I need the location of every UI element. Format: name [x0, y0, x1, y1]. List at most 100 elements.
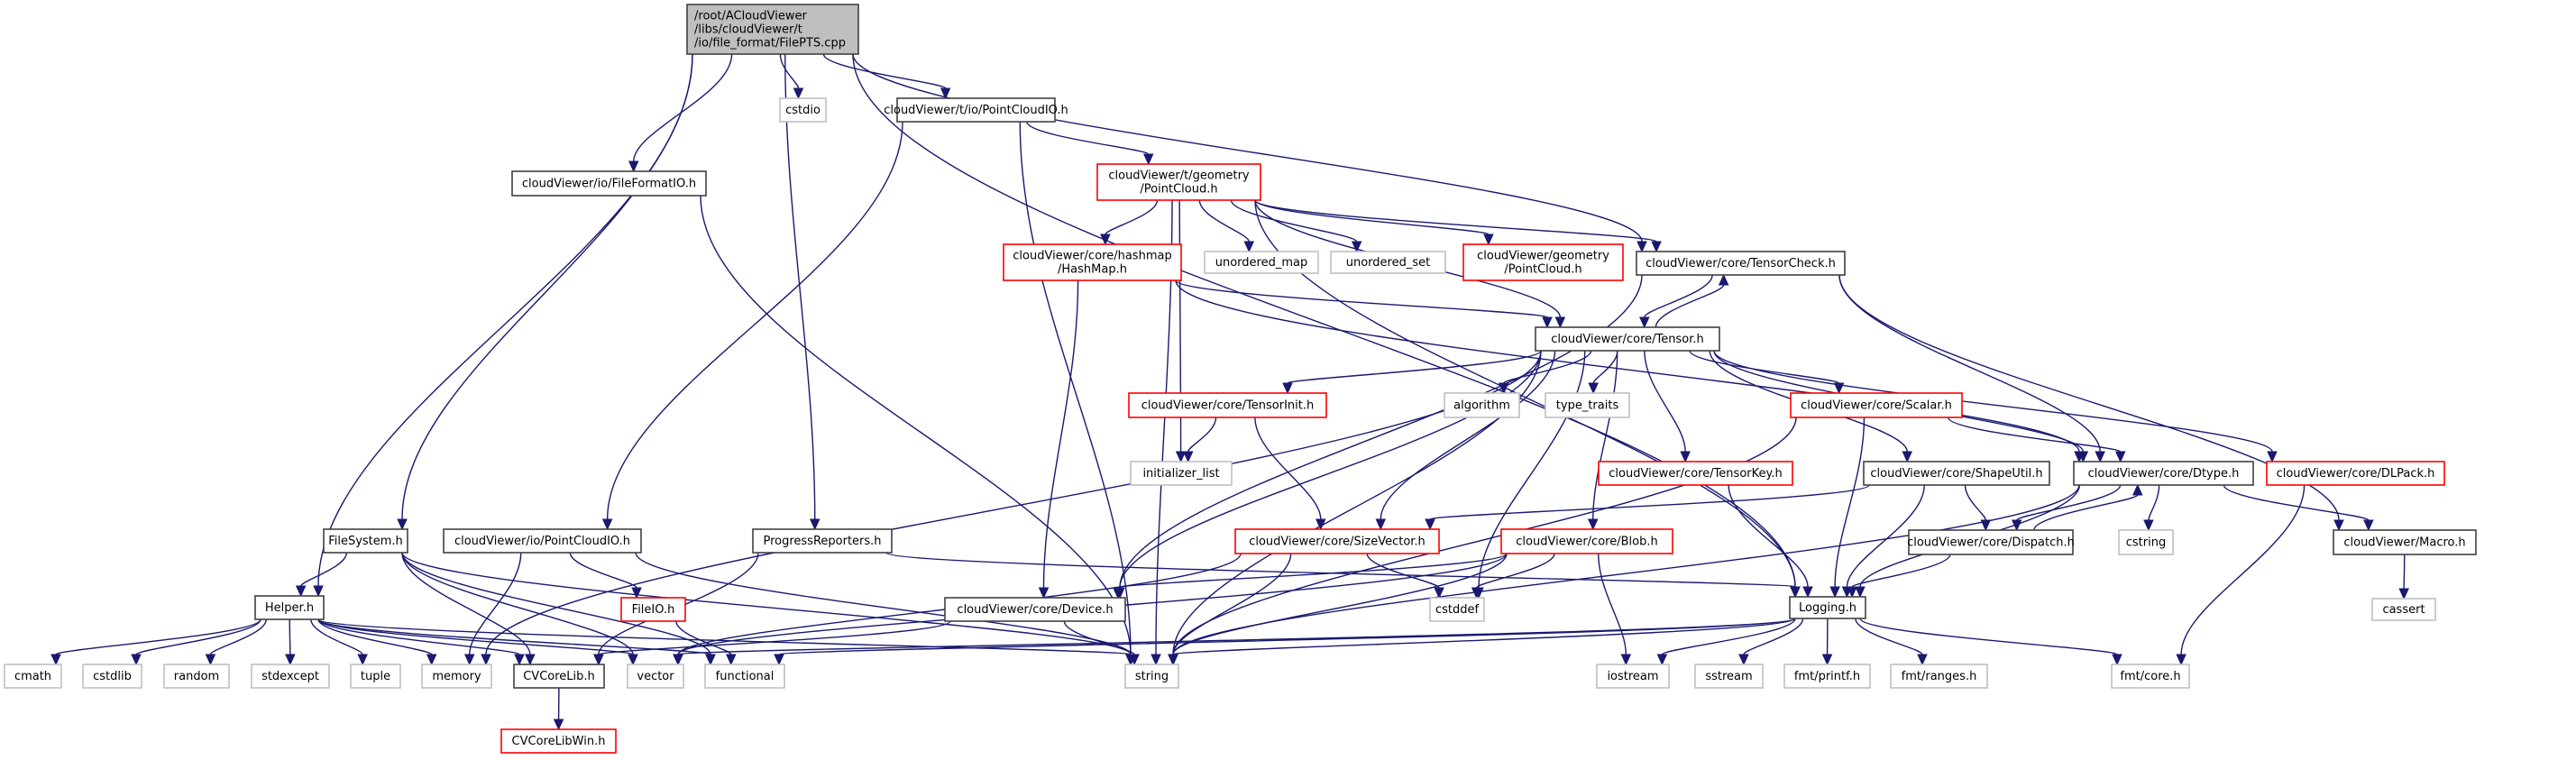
node-box — [513, 664, 605, 689]
node-progress[interactable]: ProgressReporters.h — [752, 528, 893, 554]
node-scalar[interactable]: cloudViewer/core/Scalar.h — [1790, 392, 1963, 418]
node-algorithm: algorithm — [1444, 392, 1520, 418]
node-cvcorelib[interactable]: CVCoreLib.h — [513, 664, 605, 689]
node-tensorkey[interactable]: cloudViewer/core/TensorKey.h — [1598, 461, 1793, 486]
arrowhead-icon — [628, 160, 639, 173]
node-label: cloudViewer/core/Device.h — [957, 603, 1113, 617]
node-box — [944, 597, 1126, 622]
node-fmt-core: fmt/core.h — [2111, 664, 2190, 689]
arrowhead-icon — [481, 654, 491, 666]
node-helper[interactable]: Helper.h — [254, 595, 325, 620]
node-tio-pcio[interactable]: cloudViewer/t/io/PointCloudIO.h — [884, 97, 1068, 123]
node-label: cloudViewer/t/geometry — [1108, 169, 1250, 183]
arrowhead-icon — [285, 654, 296, 666]
node-root[interactable]: /root/ACloudViewer/libs/cloudViewer/t/io… — [686, 4, 859, 55]
node-sizevector[interactable]: cloudViewer/core/SizeVector.h — [1234, 528, 1440, 554]
edge-dlpack-to-fmt_core — [2180, 484, 2306, 655]
node-box — [2266, 461, 2445, 486]
node-blob[interactable]: cloudViewer/core/Blob.h — [1500, 528, 1673, 554]
node-initializer-list: initializer_list — [1130, 461, 1233, 486]
node-fileio[interactable]: FileIO.h — [620, 597, 686, 622]
arrowhead-icon — [1351, 241, 1362, 253]
arrowhead-icon — [2077, 451, 2089, 463]
edge-root-to-cstdio — [779, 53, 800, 89]
edge-tensor-to-scalar — [1689, 350, 1840, 384]
node-tensorinit[interactable]: cloudViewer/core/TensorInit.h — [1128, 392, 1327, 418]
edge-helper-to-vector — [317, 618, 634, 655]
edge-fileio-to-functional — [675, 620, 732, 655]
node-type-traits: type_traits — [1545, 392, 1630, 418]
node-fileformatio[interactable]: cloudViewer/io/FileFormatIO.h — [511, 170, 707, 197]
arrowhead-icon — [631, 587, 642, 600]
arrowhead-icon — [2267, 451, 2278, 463]
node-hashmap[interactable]: cloudViewer/core/hashmap/HashMap.h — [1003, 243, 1182, 281]
edges-layer — [50, 53, 2409, 731]
node-box — [421, 664, 492, 689]
node-dlpack[interactable]: cloudViewer/core/DLPack.h — [2266, 461, 2445, 486]
arrowhead-icon — [426, 654, 437, 666]
arrowhead-icon — [2131, 483, 2143, 496]
node-box — [627, 664, 684, 689]
arrowhead-icon — [1917, 654, 1928, 666]
node-label: algorithm — [1453, 399, 1510, 413]
arrowhead-icon — [1847, 586, 1857, 599]
node-box — [511, 170, 707, 197]
node-fmt-ranges: fmt/ranges.h — [1890, 664, 1988, 689]
node-filesystem[interactable]: FileSystem.h — [323, 528, 408, 554]
node-label: cloudViewer/core/Dispatch.h — [1907, 536, 2075, 550]
node-label: Helper.h — [265, 601, 314, 615]
edge-tensor-to-blob — [1592, 350, 1618, 520]
arrowhead-icon — [593, 654, 604, 666]
edge-dtype-to-dispatch — [2016, 484, 2122, 521]
arrowhead-icon — [1282, 382, 1293, 395]
arrowhead-icon — [1129, 654, 1140, 666]
node-label: CVCoreLib.h — [523, 670, 595, 683]
node-box — [1694, 664, 1764, 689]
node-geom-pc[interactable]: cloudViewer/geometry/PointCloud.h — [1462, 243, 1624, 281]
nodes-layer: /root/ACloudViewer/libs/cloudViewer/t/io… — [4, 4, 2477, 754]
edge-helper-to-cstdlib — [135, 618, 261, 655]
node-label: type_traits — [1556, 399, 1619, 413]
node-device[interactable]: cloudViewer/core/Device.h — [944, 597, 1126, 622]
edge-helper-to-stdexcept — [289, 618, 291, 655]
node-label: cloudViewer/io/PointCloudIO.h — [454, 535, 630, 548]
node-label: cstdio — [785, 104, 820, 117]
edge-scalar-to-logging — [1834, 417, 1866, 588]
node-logging[interactable]: Logging.h — [1789, 596, 1866, 619]
node-dispatch[interactable]: cloudViewer/core/Dispatch.h — [1907, 529, 2075, 555]
arrowhead-icon — [2333, 519, 2344, 532]
node-box — [350, 664, 401, 689]
node-label: random — [174, 670, 219, 683]
arrowhead-icon — [1620, 654, 1632, 666]
node-box — [1462, 243, 1624, 281]
edge-filesystem-to-functional — [401, 552, 711, 655]
node-label: cstdlib — [93, 670, 132, 683]
node-shapeutil[interactable]: cloudViewer/core/ShapeUtil.h — [1863, 461, 2050, 486]
arrowhead-icon — [940, 87, 951, 100]
arrowhead-icon — [463, 654, 475, 666]
arrowhead-icon — [1168, 654, 1178, 666]
node-dtype[interactable]: cloudViewer/core/Dtype.h — [2073, 461, 2254, 486]
node-cvcorelibwin[interactable]: CVCoreLibWin.h — [500, 728, 617, 754]
arrowhead-icon — [2398, 588, 2409, 600]
node-box — [251, 664, 330, 689]
node-label: cloudViewer/geometry — [1477, 250, 1609, 263]
node-macro[interactable]: cloudViewer/Macro.h — [2333, 529, 2477, 555]
node-tensorcheck[interactable]: cloudViewer/core/TensorCheck.h — [1636, 251, 1846, 276]
node-box — [1596, 664, 1670, 689]
node-box — [1204, 251, 1319, 274]
node-box — [1789, 596, 1866, 619]
node-label: /HashMap.h — [1058, 263, 1127, 277]
node-t-geom-pc[interactable]: cloudViewer/t/geometry/PointCloud.h — [1096, 163, 1261, 201]
node-box — [1890, 664, 1988, 689]
arrowhead-icon — [1802, 586, 1813, 599]
node-box — [323, 528, 408, 554]
arrowhead-icon — [1315, 518, 1326, 531]
node-box — [1130, 461, 1233, 486]
node-io-pcio[interactable]: cloudViewer/io/PointCloudIO.h — [443, 528, 642, 554]
node-tensor[interactable]: cloudViewer/core/Tensor.h — [1535, 326, 1720, 352]
node-label: Logging.h — [1799, 601, 1856, 615]
edge-tio_pcio-to-io_pcio — [606, 121, 903, 520]
edge-t_geom_pc-to-tensorcheck — [1254, 199, 1657, 243]
arrowhead-icon — [1718, 273, 1729, 286]
